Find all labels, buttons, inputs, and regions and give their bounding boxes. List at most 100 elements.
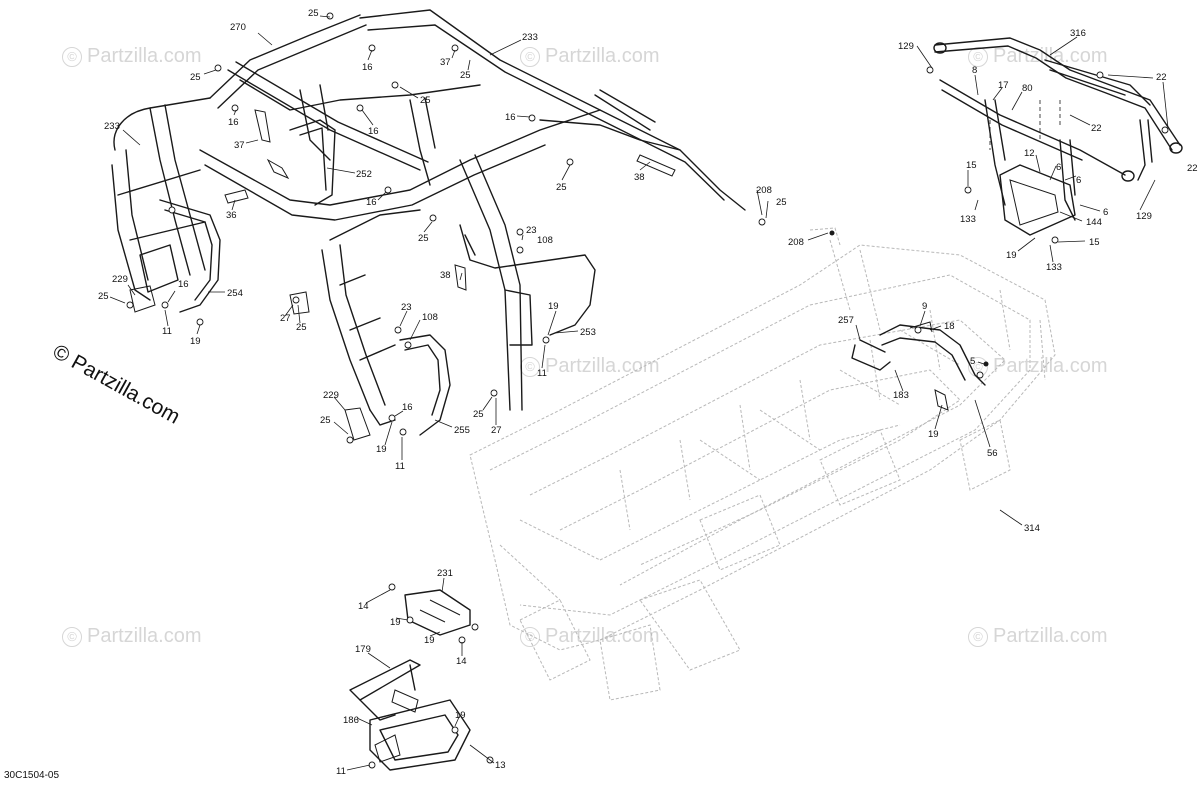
- callout-19: 19: [376, 444, 387, 455]
- callout-179: 179: [355, 644, 371, 655]
- rear-bumper-316: [933, 37, 1183, 236]
- callout-229: 229: [323, 390, 339, 401]
- small-brackets: [129, 154, 676, 441]
- callout-19: 19: [390, 617, 401, 628]
- callout-56: 56: [987, 448, 998, 459]
- callout-16: 16: [402, 402, 413, 413]
- callout-25: 25: [473, 409, 484, 420]
- callout-16: 16: [228, 117, 239, 128]
- callout-257: 257: [838, 315, 854, 326]
- callout-16: 16: [362, 62, 373, 73]
- callout-13: 13: [495, 760, 506, 771]
- watermark: ©Partzilla.com: [62, 625, 201, 648]
- hitch-assembly: [349, 589, 471, 771]
- callout-255: 255: [454, 425, 470, 436]
- callout-183: 183: [893, 390, 909, 401]
- callout-231: 231: [437, 568, 453, 579]
- callout-22: 22: [1091, 123, 1102, 134]
- callout-129: 129: [898, 41, 914, 52]
- callout-19: 19: [190, 336, 201, 347]
- callout-133: 133: [960, 214, 976, 225]
- callout-108: 108: [422, 312, 438, 323]
- callout-19: 19: [424, 635, 435, 646]
- callout-9: 9: [922, 301, 927, 312]
- callout-229: 229: [112, 274, 128, 285]
- callout-6: 6: [1076, 175, 1081, 186]
- callout-25: 25: [308, 8, 319, 19]
- roll-cage-233: [111, 9, 746, 426]
- callout-19: 19: [928, 429, 939, 440]
- callout-25: 25: [460, 70, 471, 81]
- callout-27: 27: [491, 425, 502, 436]
- callout-25: 25: [190, 72, 201, 83]
- callout-23: 23: [526, 225, 537, 236]
- main-frame-314: [469, 227, 1056, 701]
- callout-208: 208: [756, 185, 772, 196]
- callout-38: 38: [440, 270, 451, 281]
- callout-16: 16: [368, 126, 379, 137]
- callout-186: 186: [343, 715, 359, 726]
- callout-14: 14: [456, 656, 467, 667]
- callout-23: 23: [401, 302, 412, 313]
- callout-80: 80: [1022, 83, 1033, 94]
- callout-208: 208: [788, 237, 804, 248]
- callout-25: 25: [556, 182, 567, 193]
- watermark: ©Partzilla.com: [62, 45, 201, 68]
- callout-8: 8: [972, 65, 977, 76]
- callout-22: 22: [1156, 72, 1167, 83]
- leader-lines: [109, 15, 1169, 771]
- callout-27: 27: [280, 313, 291, 324]
- watermark: ©Partzilla.com: [968, 355, 1107, 378]
- callout-22: 22: [1187, 163, 1198, 174]
- callout-233: 233: [522, 32, 538, 43]
- callout-6: 6: [1103, 207, 1108, 218]
- watermark: ©Partzilla.com: [968, 625, 1107, 648]
- callout-19: 19: [1006, 250, 1017, 261]
- callout-108: 108: [537, 235, 553, 246]
- callout-15: 15: [1089, 237, 1100, 248]
- callout-314: 314: [1024, 523, 1040, 534]
- callout-11: 11: [336, 766, 346, 777]
- callout-16: 16: [505, 112, 516, 123]
- fasteners: [126, 12, 1169, 769]
- callout-252: 252: [356, 169, 372, 180]
- callout-15: 15: [966, 160, 977, 171]
- callout-25: 25: [776, 197, 787, 208]
- watermark: ©Partzilla.com: [520, 45, 659, 68]
- callout-25: 25: [418, 233, 429, 244]
- callout-37: 37: [440, 57, 451, 68]
- callout-25: 25: [420, 95, 431, 106]
- callout-38: 38: [634, 172, 645, 183]
- callout-144: 144: [1086, 217, 1102, 228]
- callout-37: 37: [234, 140, 245, 151]
- callout-12: 12: [1024, 148, 1035, 159]
- bracket-183: [851, 321, 986, 411]
- callout-36: 36: [226, 210, 237, 221]
- watermark: ©Partzilla.com: [520, 355, 659, 378]
- callout-25: 25: [320, 415, 331, 426]
- callout-18: 18: [944, 321, 955, 332]
- callout-19: 19: [548, 301, 559, 312]
- callout-133: 133: [1046, 262, 1062, 273]
- callout-16: 16: [178, 279, 189, 290]
- callout-5: 5: [970, 356, 975, 367]
- callout-6: 6: [1056, 162, 1061, 173]
- callout-233: 233: [104, 121, 120, 132]
- callout-253: 253: [580, 327, 596, 338]
- callout-129: 129: [1136, 211, 1152, 222]
- callout-14: 14: [358, 601, 369, 612]
- diagram-reference-code: 30C1504-05: [4, 770, 60, 781]
- callout-11: 11: [162, 326, 172, 337]
- callout-labels: 270 25 25 16 233 37 25 25 16 233 16 37 2…: [98, 8, 1198, 777]
- callout-16: 16: [366, 197, 377, 208]
- callout-17: 17: [998, 80, 1009, 91]
- callout-19: 19: [455, 710, 466, 721]
- callout-254: 254: [227, 288, 243, 299]
- callout-25: 25: [98, 291, 109, 302]
- callout-316: 316: [1070, 28, 1086, 39]
- callout-11: 11: [395, 461, 405, 472]
- side-bars: [159, 199, 596, 436]
- callout-25: 25: [296, 322, 307, 333]
- callout-270: 270: [230, 22, 246, 33]
